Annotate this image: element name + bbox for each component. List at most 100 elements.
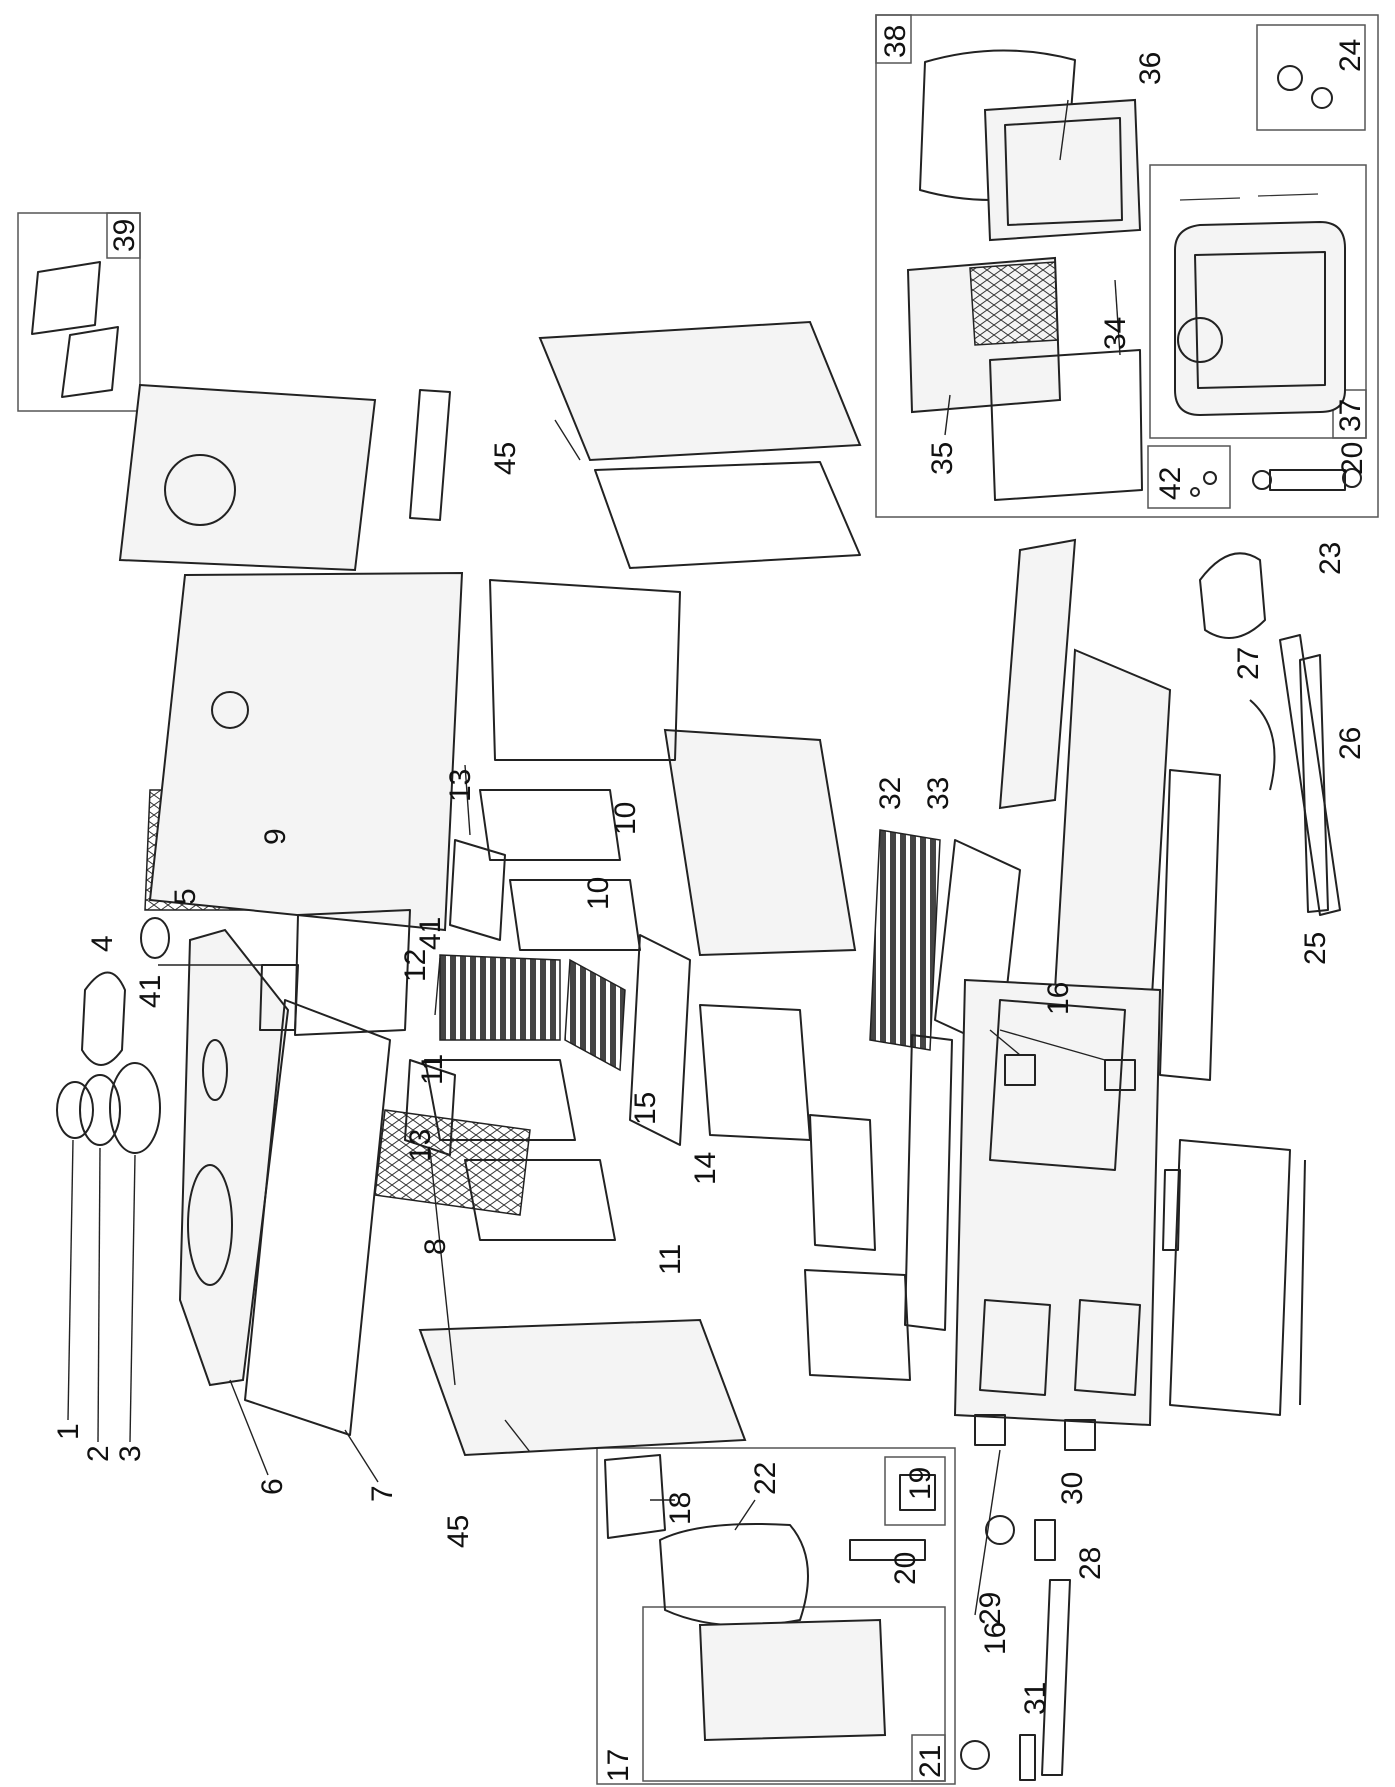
callout-17: 17: [602, 1749, 635, 1782]
bracket-13-lower: [404, 1059, 456, 1156]
screws-42: [1190, 471, 1217, 497]
callout-45a: 45: [489, 442, 522, 475]
box-21-tag: [911, 1734, 946, 1782]
handle-20-lower: [849, 1539, 926, 1561]
firebox: [663, 728, 857, 957]
box-39-tag: [106, 212, 141, 259]
callout-8: 8: [419, 1238, 452, 1255]
side-panel-45-top: [538, 320, 862, 462]
shelf-upper: [998, 538, 1077, 810]
knob-29-lower: [960, 1740, 990, 1770]
lower-panel: [804, 1269, 911, 1381]
mesh-panel-8: [374, 1109, 531, 1216]
door-glass-assembly-38: [906, 49, 1143, 501]
callout-13a: 13: [444, 769, 477, 802]
poker-26: [1279, 634, 1341, 916]
ash-drawer: [809, 1114, 876, 1251]
callout-9: 9: [259, 828, 292, 845]
callout-41b: 41: [414, 917, 447, 950]
callout-7: 7: [366, 1485, 399, 1502]
callout-20a: 20: [889, 1552, 922, 1585]
side-panel-45-top-inner: [594, 461, 861, 569]
parts-19: [899, 1474, 936, 1511]
handle-20-upper: [1252, 468, 1362, 491]
gasket-7: [244, 999, 391, 1436]
callout-41a: 41: [134, 975, 167, 1008]
grate-41: [439, 954, 561, 1041]
ash-tray: [699, 1004, 811, 1141]
box-17-frame: [596, 1447, 956, 1785]
clip-parts-24: [1277, 65, 1333, 109]
callout-16a: 16: [1042, 982, 1075, 1015]
door-rail: [904, 1034, 953, 1331]
plate-18: [604, 1454, 666, 1539]
callout-26: 26: [1334, 727, 1367, 760]
callout-34: 34: [1099, 317, 1132, 350]
callout-16b: 16: [979, 1622, 1012, 1655]
ash-pan-12: [294, 909, 411, 1036]
callout-11a: 11: [416, 1054, 449, 1085]
callout-11b: 11: [654, 1244, 687, 1275]
shelf-lower: [1053, 648, 1172, 1032]
part-30: [1034, 1519, 1056, 1561]
brick-10-upper: [479, 789, 621, 861]
box-42-frame: [1147, 445, 1231, 509]
box-37-tag: [1332, 389, 1367, 439]
door-assembly-21: [698, 1618, 887, 1742]
door-frame-14: [629, 934, 691, 1146]
callout-32: 32: [874, 777, 907, 810]
callout-28: 28: [1074, 1547, 1107, 1580]
callout-31: 31: [1019, 1682, 1052, 1715]
leader-lines: [67, 99, 1121, 1616]
callout-18: 18: [664, 1492, 697, 1525]
flue-parts-1-5: [56, 917, 170, 1154]
top-flue-frame: [118, 383, 377, 572]
side-panel-45-bottom: [418, 1318, 747, 1457]
top-rail: [409, 389, 451, 521]
callout-45b: 45: [442, 1515, 475, 1548]
callout-3: 3: [114, 1445, 147, 1462]
box-21-frame: [642, 1606, 946, 1782]
callout-4: 4: [86, 935, 119, 952]
box-37-frame: [1149, 164, 1367, 439]
callout-23: 23: [1314, 542, 1347, 575]
callout-10b: 10: [582, 877, 615, 910]
brick-10-lower: [509, 879, 641, 951]
grate-32: [869, 829, 941, 1051]
smoke-baffle: [489, 579, 681, 761]
bracket-41: [259, 964, 299, 1031]
callout-25: 25: [1299, 932, 1332, 965]
trim-panel: [1169, 1139, 1291, 1416]
callout-13b: 13: [404, 1129, 437, 1162]
bracket-13-upper: [449, 839, 506, 941]
gasket-22: [659, 1523, 809, 1627]
pipe-28: [1041, 1579, 1071, 1776]
brick-11-lower: [464, 1159, 616, 1241]
callout-27: 27: [1232, 647, 1265, 680]
callout-2: 2: [82, 1445, 115, 1462]
small-plate: [1162, 1169, 1181, 1251]
brick-11-upper: [424, 1059, 576, 1141]
callout-38: 38: [879, 25, 912, 58]
hinge-assembly-37: [1174, 193, 1346, 417]
callout-42: 42: [1154, 467, 1187, 500]
poker-25: [1299, 654, 1329, 913]
callout-20b: 20: [1336, 442, 1369, 475]
glove-23: [1199, 552, 1266, 639]
box-38-frame: [875, 14, 1379, 518]
callout-22: 22: [749, 1462, 782, 1495]
box-19-frame: [884, 1456, 946, 1526]
wire-27: [1249, 699, 1276, 791]
callout-29: 29: [974, 1592, 1007, 1625]
callout-35: 35: [926, 442, 959, 475]
box-39-frame: [17, 212, 141, 412]
callout-19: 19: [904, 1467, 937, 1500]
callout-10a: 10: [609, 802, 642, 835]
knob-29-upper: [985, 1515, 1015, 1545]
callout-15: 15: [629, 1092, 662, 1125]
callout-39: 39: [108, 219, 141, 252]
box-38-tag: [875, 14, 912, 64]
callout-33: 33: [922, 777, 955, 810]
callout-36: 36: [1134, 52, 1167, 85]
